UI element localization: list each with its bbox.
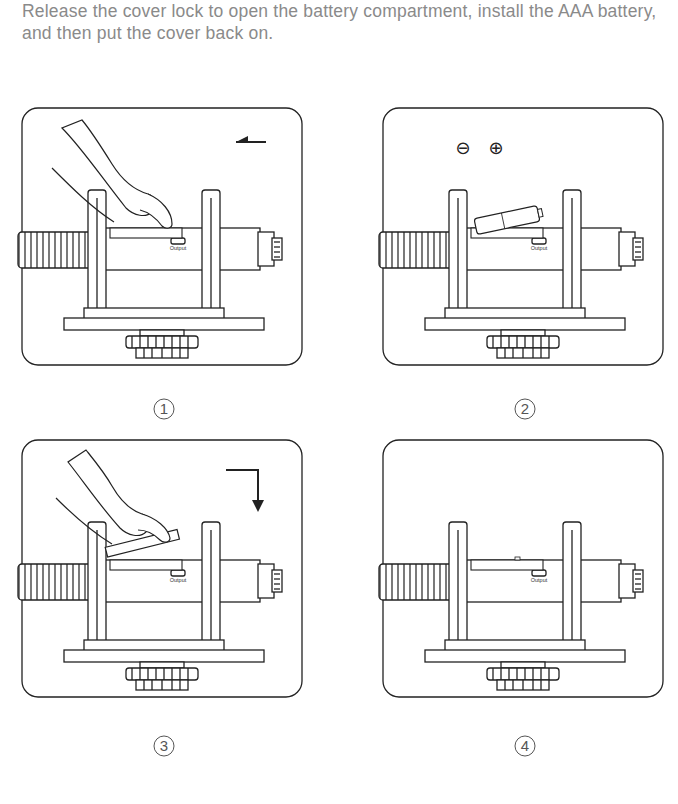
callout-circle xyxy=(515,736,535,756)
step-panel xyxy=(379,440,663,697)
port-label: Output xyxy=(531,245,548,252)
port-label: Output xyxy=(170,245,187,252)
instruction-text: Release the cover lock to open the batte… xyxy=(22,0,662,44)
step-panel xyxy=(379,108,663,365)
step-panel xyxy=(18,108,302,365)
port-label: Output xyxy=(531,577,548,584)
callout-circle xyxy=(154,736,174,756)
port-label: Output xyxy=(170,577,187,584)
callout-number: 3 xyxy=(154,737,174,755)
callout-number: 1 xyxy=(154,400,174,418)
callout-circle xyxy=(154,399,174,419)
step-panel xyxy=(18,440,302,697)
callout-circle xyxy=(515,399,535,419)
callout-number: 2 xyxy=(515,400,535,418)
polarity-sign: ⊕ xyxy=(486,138,506,158)
callout-number: 4 xyxy=(515,737,535,755)
polarity-sign: ⊖ xyxy=(453,138,473,158)
